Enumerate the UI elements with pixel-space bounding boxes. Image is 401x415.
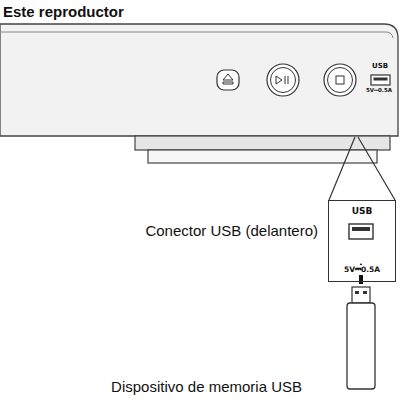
usb-plug-hole [355,291,359,294]
part-label: Conector USB (delantero) [145,222,318,239]
title: Este reproductor [3,3,124,20]
leader-line [358,137,395,200]
usb-port-tongue [374,78,388,81]
callout-fill [328,200,396,282]
eject-icon [223,74,233,84]
player-base [135,136,390,150]
stop-button-ring [328,68,353,93]
body-bevel [0,32,393,38]
play-button-ring [271,68,296,93]
usb-plug [352,287,370,303]
usb-plug-hole [363,291,367,294]
stop-icon [336,76,344,84]
play-button [267,64,299,96]
player-foot [148,150,377,163]
connector-rating: 5V⎓0.5A [344,265,380,275]
part-label: Dispositivo de memoria USB [111,378,302,395]
connector-label: USB [352,206,373,216]
port-rating: 5V⎓0.5A [358,87,400,93]
play-pause-icon [276,76,288,84]
callout-box: USB 5V⎓0.5A [328,200,396,282]
usb-stick-body [347,303,375,389]
leader-line [329,137,355,200]
usb-port [371,75,390,85]
eject-button [217,70,239,90]
usb-port-large [349,224,373,239]
player-body [0,24,398,136]
stop-button [324,64,356,96]
port-label: USB [360,62,400,70]
usb-port-large-tongue [352,227,370,231]
